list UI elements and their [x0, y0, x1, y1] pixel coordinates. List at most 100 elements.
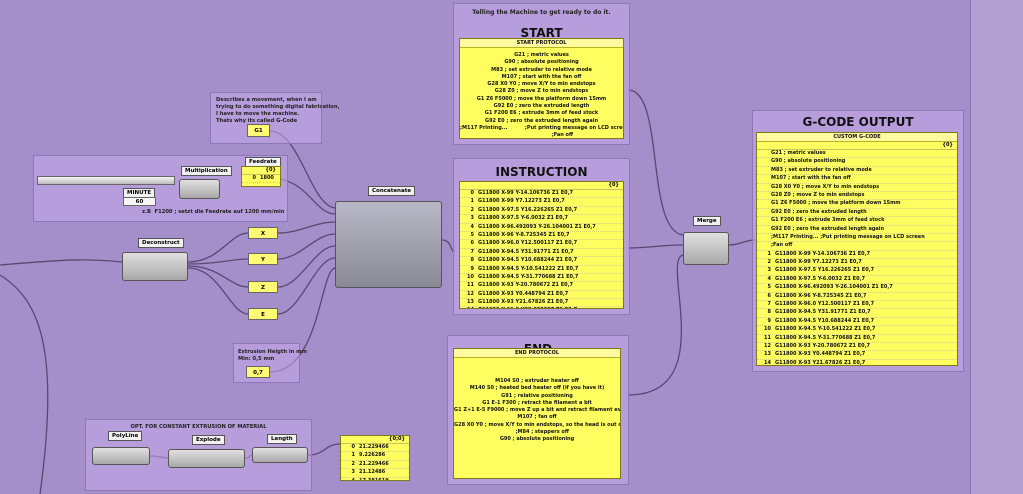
protocol-line: M104 S0 ; extruder heater off — [495, 378, 579, 384]
row-index: 7 — [470, 248, 474, 255]
protocol-line: G28 Z0 ; move Z to min endstops — [494, 88, 589, 95]
row-index: 12 — [467, 290, 474, 297]
output-header-line: G90 ; absolute positioning — [757, 158, 957, 167]
row-value: G11800 X-93 Y0.448794 Z1 E0,7 — [775, 351, 866, 358]
z-param[interactable]: Z — [248, 281, 278, 293]
output-header-line: ;M117 Printing... ;Put printing message … — [757, 234, 957, 243]
merge-node[interactable] — [683, 232, 729, 265]
row-index: 11 — [764, 334, 771, 341]
list-item: 11 G11800 X-94.5 Y-31.770688 Z1 E0,7 — [757, 335, 957, 343]
output-header-line: M83 ; set extruder to relative mode — [757, 167, 957, 176]
row-index: 6 — [767, 292, 771, 299]
output-header-line: M107 ; start with the fan off — [757, 175, 957, 184]
row-value: G11800 X-93 Y-20.780672 Z1 E0,7 — [775, 342, 871, 349]
output-header-line: G28 X0 Y0 ; move X/Y to min endstops — [757, 184, 957, 192]
row-index: 3 — [767, 267, 771, 274]
g1-group: Describes a movement, when I am trying t… — [210, 92, 340, 144]
output-header-line: G92 E0 ; zero the extruded length — [757, 209, 957, 218]
row-value: G11800 X-96.0 Y12.500117 Z1 E0,7 — [775, 301, 875, 308]
output-title: G-CODE OUTPUT — [802, 115, 914, 129]
length-node[interactable] — [252, 447, 308, 463]
output-panel-header: CUSTOM G-CODE — [757, 133, 957, 142]
row-value: G11800 X-94.5 Y-31.770688 Z1 E0,7 — [775, 334, 876, 341]
output-header-line: G1 F200 E6 ; extrude 3mm of feed stock — [757, 217, 957, 226]
merge-label: Merge — [693, 216, 721, 226]
row-index: 14 — [460, 307, 478, 308]
list-item: 5 G11800 X-96.492093 Y-26.104001 Z1 E0,7 — [757, 284, 957, 293]
protocol-line: G21 ; metric values — [514, 52, 569, 58]
row-index: 10 — [764, 326, 771, 333]
row-index: 1 — [767, 250, 771, 257]
row-value: G11800 X-96.492093 Y-26.104001 Z1 E0,7 — [775, 284, 893, 291]
protocol-line: G90 ; absolute positioning — [499, 436, 575, 443]
canvas-right-edge — [970, 0, 1023, 494]
deconstruct-node[interactable] — [122, 252, 188, 281]
row-value: 21.229466 — [359, 444, 389, 450]
polyline-node[interactable] — [92, 447, 150, 465]
instruction-path: {0} — [460, 182, 623, 190]
x-param[interactable]: X — [248, 227, 278, 239]
row-index: 2 — [470, 206, 474, 213]
row-value: G11800 X-93 Y0.448794 Z1 E0,7 — [478, 290, 569, 297]
constant-note: OPT. FOR CONSTANT EXTRUSION OF MATERIAL — [130, 424, 267, 430]
row-value: G11800 X-94.5 Y31.91771 Z1 E0,7 — [478, 248, 574, 255]
list-item: 6 G11800 X-96 Y-8.725345 Z1 E0,7 — [757, 292, 957, 302]
row-value: G11800 X-94.5 Y31.91771 Z1 E0,7 — [775, 309, 871, 316]
list-item: 0 1800 — [242, 175, 280, 184]
feedrate-index: 0 — [252, 175, 256, 181]
row-index: 13 — [467, 299, 474, 306]
list-item: 13 G11800 X-93 Y0.448794 Z1 E0,7 — [757, 351, 957, 360]
row-index: 9 — [470, 265, 474, 272]
length-label: Length — [267, 434, 297, 444]
polyline-label: PolyLine — [108, 431, 143, 441]
extrusion-param[interactable]: 0,7 — [246, 366, 270, 378]
end-protocol-panel[interactable]: END PROTOCOL M104 S0 ; extruder heater o… — [453, 348, 621, 479]
feedrate-value: 1800 — [260, 175, 274, 181]
concatenate-node[interactable] — [335, 201, 442, 288]
g1-param[interactable]: G1 — [247, 124, 270, 137]
y-param[interactable]: Y — [248, 253, 278, 265]
row-index: 5 — [470, 231, 474, 238]
output-header-line: G92 E0 ; zero the extruded length again — [757, 226, 957, 234]
concatenate-label: Concatenate — [368, 186, 416, 196]
multiplication-node[interactable] — [179, 179, 220, 199]
multiplication-label: Multiplication — [181, 166, 232, 176]
explode-node[interactable] — [168, 449, 245, 468]
feedrate-group: z.B F1200 ; setzt die Feedrate auf 1200 … — [33, 155, 288, 222]
protocol-line: M107 ; start with the fan off — [501, 73, 582, 80]
minute-value[interactable]: 60 — [123, 197, 156, 206]
feedrate-note: z.B F1200 ; setzt die Feedrate auf 1200 … — [142, 209, 285, 215]
row-value: G11800 X-94.5 Y-10.541222 Z1 E0,7 — [775, 326, 876, 333]
row-index: 13 — [764, 351, 771, 358]
row-index: 4 — [470, 223, 474, 230]
protocol-line: G1 E-1 F300 ; retract the filament a bit — [482, 399, 592, 406]
row-value: G11800 X-93 Y-20.780672 Z1 E0,7 — [478, 282, 574, 289]
row-value: G11800 X-96 Y-8.725345 Z1 E0,7 — [775, 292, 867, 299]
feedrate-slider[interactable] — [37, 176, 175, 185]
row-index: 5 — [767, 284, 771, 291]
e-param[interactable]: E — [248, 308, 278, 320]
